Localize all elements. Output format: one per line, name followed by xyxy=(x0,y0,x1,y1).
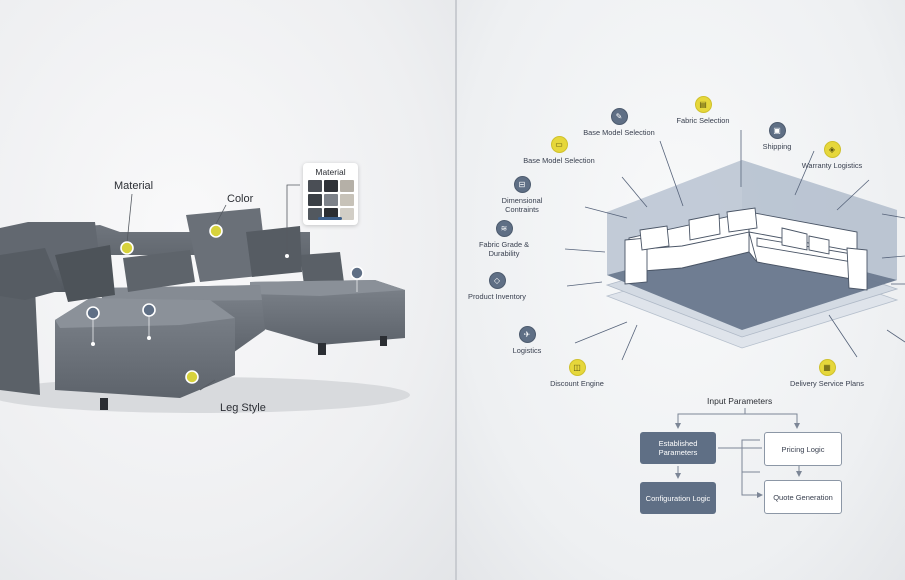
sofa-leg xyxy=(318,343,326,355)
hotspot-anchor xyxy=(91,342,95,346)
sofa-line-drawing xyxy=(624,207,868,291)
configuration-logic-box[interactable]: Configuration Logic xyxy=(640,482,716,514)
tag-icon: ◫ xyxy=(568,359,586,376)
material-swatch[interactable] xyxy=(340,194,354,206)
color-hotspot[interactable] xyxy=(209,224,223,238)
node-fabric-top[interactable]: ▤ Fabric Selection xyxy=(665,96,741,125)
sofa-leg xyxy=(380,336,387,346)
node-label: Discount Engine xyxy=(550,379,604,388)
material-swatch[interactable] xyxy=(308,194,322,206)
truck-icon: ▣ xyxy=(768,122,786,139)
node-fabric-grade[interactable]: ≋ Fabric Grade & Durability xyxy=(466,220,542,258)
pillow-2 xyxy=(0,248,62,300)
node-label: Logistics xyxy=(512,346,542,355)
quote-generation-label: Quote Generation xyxy=(773,492,833,502)
established-parameters-box[interactable]: Established Parameters xyxy=(640,432,716,464)
node-label: Fabric Grade & Durability xyxy=(478,240,530,258)
hotspot-anchor xyxy=(147,336,151,340)
configuration-logic-label: Configuration Logic xyxy=(645,493,711,503)
quote-generation-box[interactable]: Quote Generation xyxy=(764,480,842,514)
pillow-6 xyxy=(246,226,302,277)
calendar-icon: ▦ xyxy=(818,359,836,376)
material-swatch[interactable] xyxy=(340,180,354,192)
established-parameters-label: Established Parameters xyxy=(658,439,698,457)
material-leader xyxy=(126,193,133,244)
material-swatch[interactable] xyxy=(340,208,354,220)
box-icon: ◇ xyxy=(488,272,506,289)
material-label: Material xyxy=(114,180,154,192)
swatch-grid xyxy=(308,180,354,220)
sofa-illustration xyxy=(0,184,410,413)
swatch-indicator xyxy=(318,217,342,220)
material-swatch[interactable] xyxy=(324,180,338,192)
color-label: Color xyxy=(227,193,254,205)
sofa-feature-panel: Material Color Leg Style Material xyxy=(0,0,455,580)
sofa-left-arm xyxy=(0,280,40,395)
material-swatch[interactable] xyxy=(324,194,338,206)
sofa-right-chaise-top xyxy=(250,280,405,296)
pillow-4 xyxy=(123,250,195,292)
node-label: Warranty Logistics xyxy=(801,161,863,170)
leg-style-label: Leg Style xyxy=(220,402,266,414)
sofa-leg xyxy=(100,398,108,410)
node-label: Delivery Service Plans xyxy=(790,379,864,388)
sofa-icon: ▭ xyxy=(550,136,568,153)
layers-icon: ≋ xyxy=(495,220,513,237)
card-leader xyxy=(286,184,300,254)
leg-leader xyxy=(199,379,216,391)
material-hotspot[interactable] xyxy=(120,241,134,255)
node-label: Base Model Selection xyxy=(523,156,595,165)
material-swatch[interactable] xyxy=(308,180,322,192)
pricing-logic-box[interactable]: Pricing Logic xyxy=(764,432,842,466)
seat-hotspot[interactable] xyxy=(142,303,156,317)
node-label: Base Model Selection xyxy=(583,128,655,137)
pencil-icon: ✎ xyxy=(610,108,628,125)
color-leader xyxy=(215,204,227,225)
node-base-model-1[interactable]: ✎ Base Model Selection xyxy=(581,108,657,137)
card-anchor xyxy=(285,254,289,258)
node-dimensional[interactable]: ⊟ Dimensional Contraints xyxy=(484,176,560,214)
panel-divider xyxy=(455,0,457,580)
material-swatch-card[interactable]: Material xyxy=(303,163,358,225)
chaise-hotspot[interactable] xyxy=(350,266,364,280)
node-shipping[interactable]: ▣ Shipping xyxy=(739,122,815,151)
seat-hotspot[interactable] xyxy=(86,306,100,320)
node-label: Fabric Selection xyxy=(676,116,730,125)
node-logistics[interactable]: ✈ Logistics xyxy=(489,326,565,355)
configurator-diagram-panel: ✎ Base Model Selection ▤ Fabric Selection ▣ S… xyxy=(457,0,905,580)
ruler-icon: ⊟ xyxy=(513,176,531,193)
node-delivery[interactable]: ▦ Delivery Service Plans xyxy=(789,359,865,388)
shield-icon: ◈ xyxy=(823,141,841,158)
leg-style-hotspot[interactable] xyxy=(185,370,199,384)
node-warranty[interactable]: ◈ Warranty Logistics xyxy=(794,141,870,170)
node-label: Dimensional Contraints xyxy=(501,196,543,214)
node-label: Shipping xyxy=(762,142,792,151)
diagram-graphics xyxy=(564,130,905,498)
node-base-model-2[interactable]: ▭ Base Model Selection xyxy=(521,136,597,165)
pillow-3 xyxy=(55,245,115,302)
node-discount[interactable]: ◫ Discount Engine xyxy=(539,359,615,388)
node-label: Product Inventory xyxy=(468,292,526,301)
input-parameters-title: Input Parameters xyxy=(707,396,773,406)
plane-icon: ✈ xyxy=(518,326,536,343)
fabric-icon: ▤ xyxy=(694,96,712,113)
pricing-logic-label: Pricing Logic xyxy=(781,444,825,454)
node-inventory[interactable]: ◇ Product Inventory xyxy=(459,272,535,301)
sofa-right-chaise xyxy=(250,280,405,345)
material-card-title: Material xyxy=(315,167,346,177)
node-connectors xyxy=(564,130,905,361)
flow-connectors xyxy=(675,408,802,498)
pillow-5 xyxy=(186,208,268,282)
